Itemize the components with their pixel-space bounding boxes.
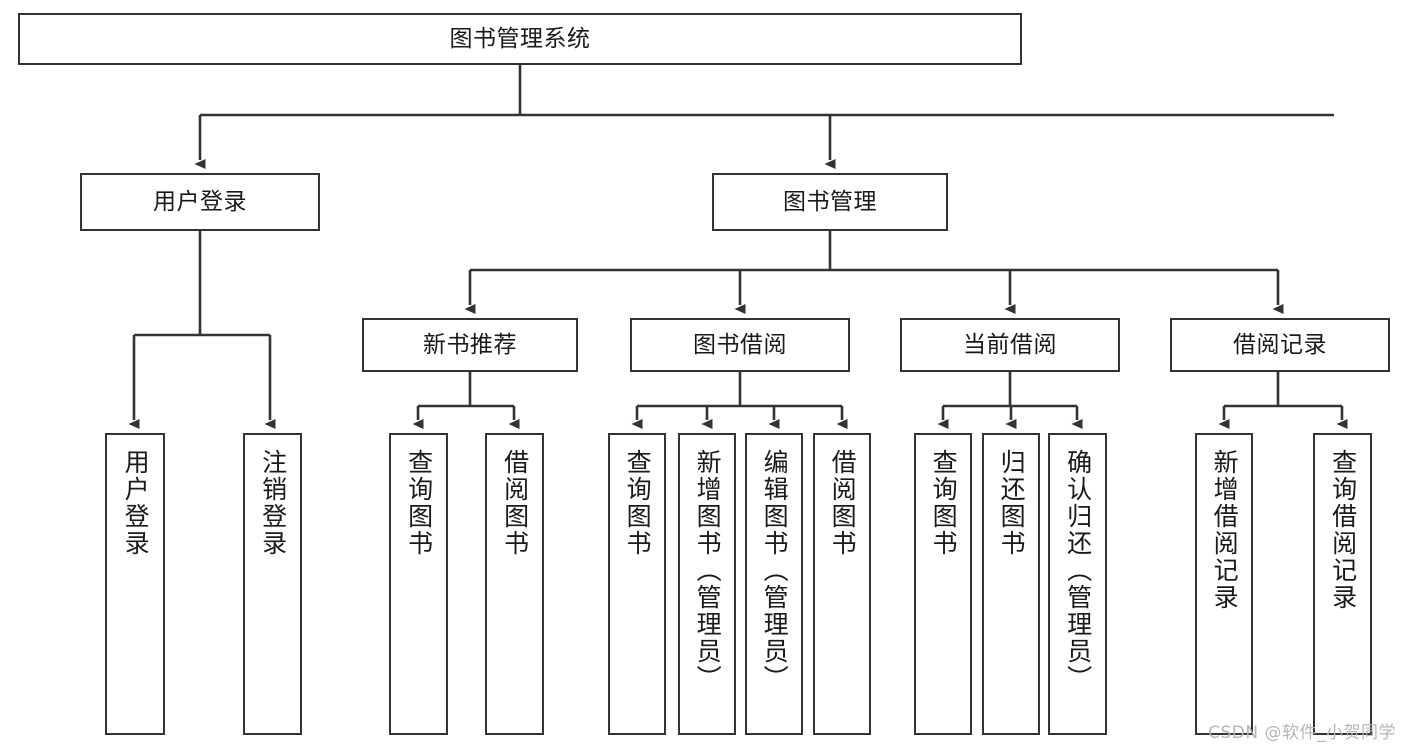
node-root-label: 图书管理系统 (449, 25, 591, 52)
node-leaf-borrow-book-1-label: 借阅图书 (500, 449, 530, 557)
node-leaf-query-record[interactable]: 查询借阅记录 (1313, 433, 1372, 735)
edge-group-user-login (128, 231, 276, 429)
node-book-management-label: 图书管理 (783, 188, 877, 215)
node-leaf-borrow-book-2-label: 借阅图书 (828, 449, 858, 557)
edge-group-current-borrow (937, 372, 1083, 429)
edge-group-new-book-recommend (412, 372, 520, 429)
edge-group-book-borrow (631, 372, 848, 429)
node-book-borrow[interactable]: 图书借阅 (630, 318, 850, 372)
node-leaf-borrow-book-2[interactable]: 借阅图书 (813, 433, 871, 735)
node-leaf-query-book-1[interactable]: 查询图书 (389, 433, 448, 735)
node-current-borrow-label: 当前借阅 (963, 331, 1057, 358)
node-new-book-recommend-label: 新书推荐 (423, 331, 517, 358)
node-leaf-borrow-book-1[interactable]: 借阅图书 (485, 433, 544, 735)
node-leaf-query-book-2[interactable]: 查询图书 (608, 433, 666, 735)
node-leaf-return-book-label: 归还图书 (997, 449, 1027, 557)
node-leaf-query-book-3-label: 查询图书 (929, 449, 959, 557)
node-leaf-edit-book-label: 编辑图书（管理员） (760, 449, 790, 692)
node-root[interactable]: 图书管理系统 (18, 13, 1022, 65)
node-borrow-record[interactable]: 借阅记录 (1170, 318, 1390, 372)
node-new-book-recommend[interactable]: 新书推荐 (362, 318, 578, 372)
node-leaf-return-book[interactable]: 归还图书 (982, 433, 1040, 735)
node-leaf-edit-book[interactable]: 编辑图书（管理员） (745, 433, 803, 735)
node-leaf-confirm-return[interactable]: 确认归还（管理员） (1048, 433, 1107, 735)
edge-group-root (194, 65, 1334, 169)
node-user-login[interactable]: 用户登录 (80, 173, 320, 231)
node-borrow-record-label: 借阅记录 (1233, 331, 1327, 358)
node-leaf-query-book-2-label: 查询图书 (623, 449, 653, 557)
node-leaf-query-record-label: 查询借阅记录 (1328, 449, 1358, 611)
node-leaf-query-book-1-label: 查询图书 (404, 449, 434, 557)
node-leaf-add-book-label: 新增图书（管理员） (693, 449, 723, 692)
edge-group-borrow-record (1218, 372, 1348, 429)
node-leaf-logout-label: 注销登录 (258, 449, 288, 557)
node-leaf-add-book[interactable]: 新增图书（管理员） (678, 433, 736, 735)
node-leaf-add-record[interactable]: 新增借阅记录 (1195, 433, 1253, 735)
edge-group-book-management (464, 231, 1284, 314)
node-leaf-user-login-label: 用户登录 (121, 449, 151, 557)
watermark-text: CSDN @软件_小贺同学 (1208, 723, 1396, 743)
node-book-management[interactable]: 图书管理 (712, 173, 948, 231)
node-leaf-add-record-label: 新增借阅记录 (1210, 449, 1240, 611)
node-leaf-query-book-3[interactable]: 查询图书 (914, 433, 972, 735)
node-leaf-confirm-return-label: 确认归还（管理员） (1063, 449, 1093, 692)
node-user-login-label: 用户登录 (153, 188, 247, 215)
node-leaf-logout[interactable]: 注销登录 (243, 433, 302, 735)
node-leaf-user-login[interactable]: 用户登录 (105, 433, 165, 735)
node-current-borrow[interactable]: 当前借阅 (900, 318, 1120, 372)
node-book-borrow-label: 图书借阅 (693, 331, 787, 358)
